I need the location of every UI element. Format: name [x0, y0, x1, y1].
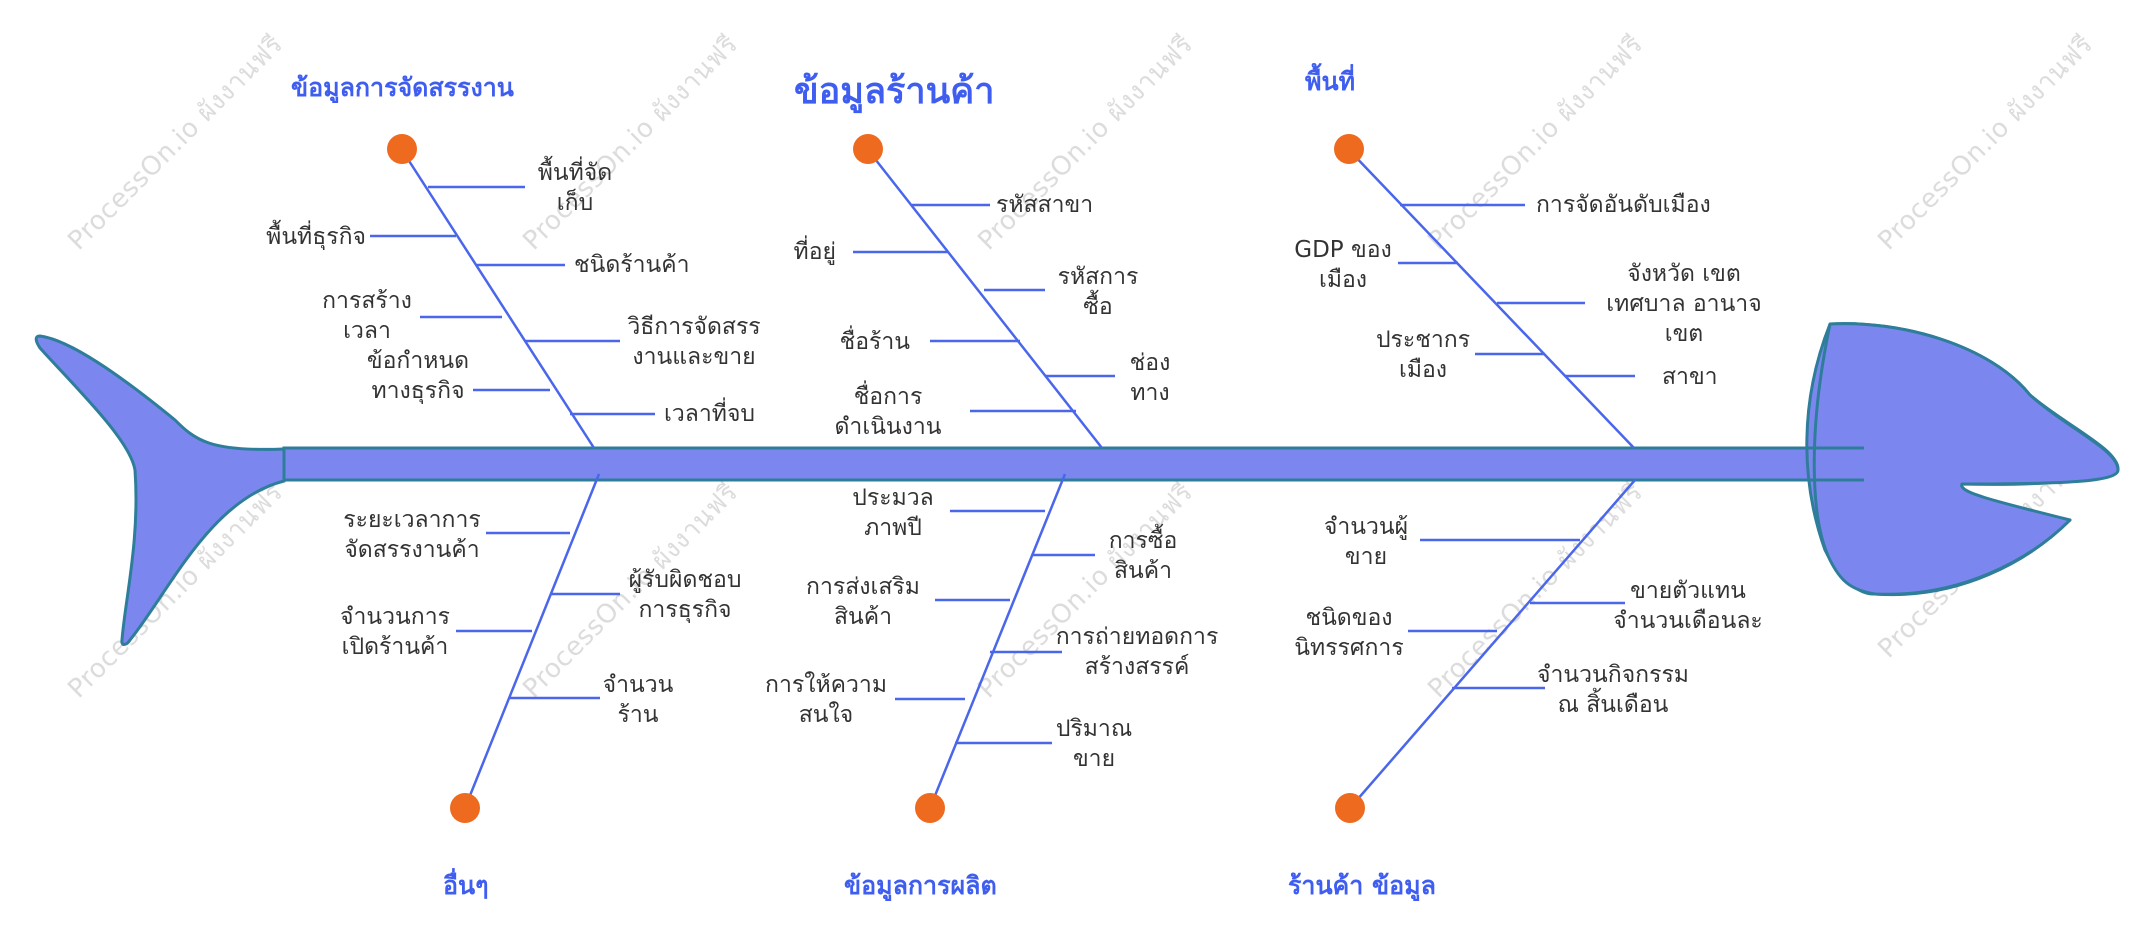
dot-top2 [853, 134, 883, 164]
dot-top3 [1334, 134, 1364, 164]
cause-label: ชนิดของ นิทรรศการ [1294, 605, 1404, 661]
cause-label: จำนวนการ เปิดร้านค้า [340, 604, 450, 660]
cause-label: ประชากร เมือง [1375, 327, 1471, 383]
bone-top2 [867, 149, 1103, 449]
cause-label: วิธีการจัดสรร งานและขาย [627, 314, 761, 370]
cause-label: ชื่อร้าน [839, 329, 910, 355]
bone-bot2 [928, 473, 1067, 809]
cause-label: เวลาที่จบ [664, 401, 756, 427]
cause-label: การถ่ายทอดการ สร้างสรรค์ [1055, 624, 1219, 680]
cause-label: การซื้อ สินค้า [1108, 528, 1178, 584]
bone-top1 [400, 149, 596, 449]
dot-bot3 [1335, 793, 1365, 823]
bone-bot1 [463, 473, 601, 809]
cause-label: การให้ความ สนใจ [765, 672, 887, 728]
bone-top3 [1348, 149, 1635, 449]
dot-bot1 [450, 793, 480, 823]
cause-label: ที่อยู่ [793, 239, 836, 265]
cause-label: การจัดอันดับเมือง [1536, 192, 1711, 218]
fish-spine [282, 446, 1866, 482]
cause-label: ระยะเวลาการ จัดสรรงานค้า [343, 507, 481, 563]
cause-label: รหัสสาขา [996, 192, 1094, 218]
category-title-bot2: ข้อมูลการผลิต [844, 871, 997, 900]
cause-label: สาขา [1662, 364, 1718, 390]
bone-dots [387, 134, 1365, 823]
cause-label: ข้อกำหนด ทางธุรกิจ [366, 348, 470, 404]
dot-top1 [387, 134, 417, 164]
cause-label: จำนวนกิจกรรม ณ สิ้นเดือน [1537, 662, 1689, 718]
cause-label: ปริมาณ ขาย [1055, 716, 1133, 772]
cause-label: จังหวัด เขต เทศบาล อานาจ เขต [1606, 261, 1762, 347]
category-title-top2: ข้อมูลร้านค้า [794, 71, 995, 112]
cause-label: ประมวล ภาพปี [852, 485, 934, 541]
cause-label: ขายตัวแทน จำนวนเดือนละ [1613, 578, 1763, 634]
category-title-top1: ข้อมูลการจัดสรรงาน [291, 73, 514, 102]
cause-label: ชนิดร้านค้า [574, 252, 690, 278]
cause-label: รหัสการ ซื้อ [1057, 264, 1139, 320]
cause-label: ชื่อการ ดำเนินงาน [834, 384, 942, 440]
bone-bot3 [1349, 479, 1636, 809]
dot-bot2 [915, 793, 945, 823]
category-title-bot3: ร้านค้า ข้อมูล [1288, 871, 1436, 900]
cause-label: จำนวน ร้าน [602, 672, 674, 728]
category-title-bot1: อื่นๆ [443, 871, 489, 900]
cause-label: พื้นที่จัด เก็บ [537, 160, 613, 216]
cause-label: ผู้รับผิดชอบ การธุรกิจ [628, 567, 742, 623]
fish-tail [34, 334, 286, 646]
cause-label: การส่งเสริม สินค้า [806, 574, 920, 630]
cause-label: จำนวนผู้ ขาย [1323, 514, 1409, 570]
cause-label: การสร้าง เวลา [322, 288, 412, 344]
cause-label: ช่อง ทาง [1129, 350, 1171, 406]
category-title-top3: พื้นที่ [1305, 67, 1356, 96]
cause-label: พื้นที่ธุรกิจ [266, 224, 366, 250]
cause-label: GDP ของ เมือง [1294, 237, 1392, 293]
bones [370, 149, 1636, 809]
fish-head-shape [1812, 322, 2120, 596]
